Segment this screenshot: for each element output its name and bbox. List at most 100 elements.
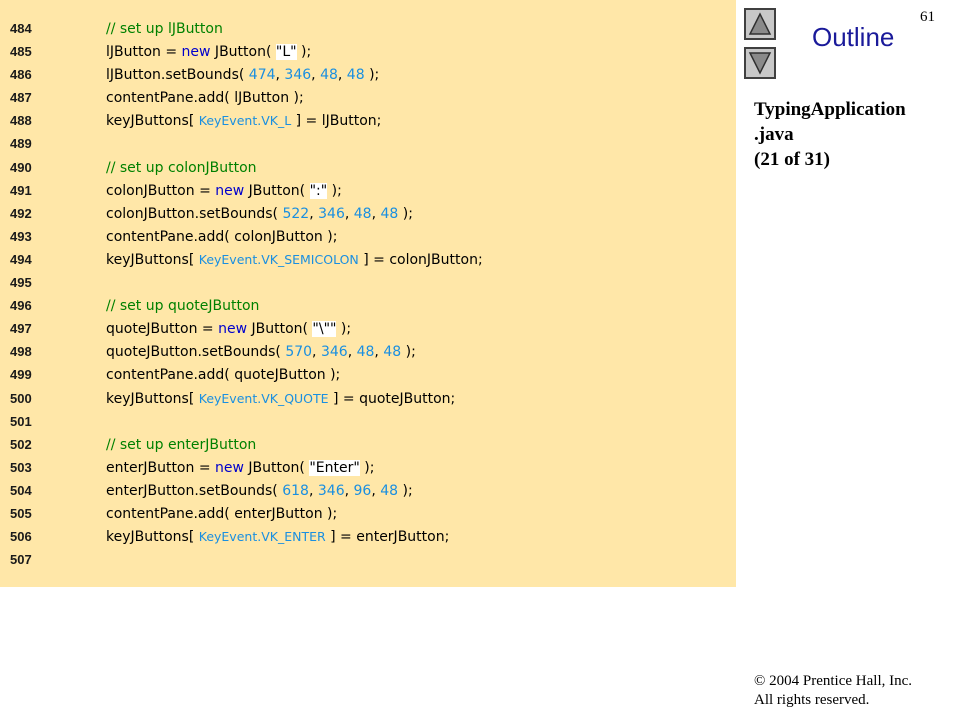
- copyright-line-1: © 2004 Prentice Hall, Inc.: [754, 673, 913, 689]
- code-token: 48: [346, 67, 365, 84]
- code-text: keyJButtons[ KeyEvent.VK_L ] = lJButton;: [50, 109, 381, 133]
- code-token: quoteJButton =: [106, 321, 219, 338]
- line-number: 485: [10, 44, 32, 60]
- code-token: "\"": [312, 321, 337, 338]
- code-token: ,: [311, 67, 321, 84]
- code-token: // set up colonJButton: [106, 159, 257, 176]
- code-token: new: [215, 182, 245, 199]
- code-text: colonJButton.setBounds( 522, 346, 48, 48…: [50, 203, 413, 226]
- code-line: 488 keyJButtons[ KeyEvent.VK_L ] = lJButt…: [0, 109, 483, 132]
- code-token: 474: [248, 67, 276, 84]
- code-token: KeyEvent.VK_L: [198, 113, 292, 129]
- code-text: contentPane.add( colonJButton );: [50, 226, 337, 249]
- code-token: quoteJButton.setBounds(: [106, 344, 286, 361]
- file-name: TypingApplication: [754, 99, 906, 120]
- line-number: 499: [10, 367, 32, 383]
- line-number: 490: [10, 159, 32, 175]
- code-token: ,: [309, 205, 319, 222]
- code-token: 522: [282, 205, 310, 222]
- code-text: // set up colonJButton: [50, 157, 257, 180]
- code-token: 346: [320, 344, 348, 361]
- code-token: ] = colonJButton;: [358, 251, 483, 268]
- copyright-line-2: All rights reserved.: [754, 692, 870, 708]
- code-line: 502// set up enterJButton: [0, 433, 483, 456]
- code-token: 96: [353, 482, 372, 499]
- line-number: 503: [10, 459, 32, 475]
- line-number: 495: [10, 275, 32, 291]
- line-number: 501: [10, 413, 32, 429]
- code-token: 570: [285, 344, 313, 361]
- code-token: 48: [380, 482, 399, 499]
- line-number: 502: [10, 436, 32, 452]
- code-text: enterJButton.setBounds( 618, 346, 96, 48…: [50, 480, 413, 503]
- code-text: // set up quoteJButton: [50, 295, 259, 318]
- code-token: colonJButton =: [106, 182, 216, 199]
- code-token: 48: [383, 344, 402, 361]
- code-token: );: [336, 321, 352, 338]
- code-token: 346: [318, 205, 345, 222]
- code-token: 48: [380, 205, 399, 222]
- code-token: ,: [312, 344, 321, 361]
- code-token: 48: [356, 344, 375, 361]
- code-token: 346: [284, 67, 312, 84]
- code-token: // set up lJButton: [106, 21, 223, 37]
- code-token: "Enter": [309, 459, 360, 476]
- code-token: new: [215, 459, 244, 476]
- code-token: ,: [308, 482, 318, 499]
- line-number: 498: [10, 344, 32, 360]
- code-line: 501: [0, 410, 483, 433]
- code-token: "L": [275, 44, 297, 61]
- line-number: 494: [10, 251, 32, 267]
- line-number: 488: [10, 113, 32, 129]
- code-line: 493 contentPane.add( colonJButton );: [0, 225, 483, 248]
- previous-slide-button[interactable]: [744, 8, 776, 40]
- code-token: ,: [344, 205, 354, 222]
- next-slide-button[interactable]: [744, 47, 776, 79]
- code-token: lJButton =: [106, 44, 182, 61]
- code-line: 506 keyJButtons[ KeyEvent.VK_ENTER ] = en…: [0, 525, 483, 548]
- line-number: 506: [10, 529, 32, 545]
- code-text: contentPane.add( lJButton );: [50, 87, 304, 110]
- code-token: ,: [275, 67, 285, 84]
- code-token: contentPane.add( lJButton );: [106, 90, 304, 107]
- code-text: contentPane.add( quoteJButton );: [50, 364, 340, 387]
- code-line: 484// set up lJButton: [0, 17, 483, 40]
- code-text: keyJButtons[ KeyEvent.VK_ENTER ] = enter…: [50, 525, 449, 549]
- code-line: 496 // set up quoteJButton: [0, 294, 483, 317]
- code-token: ,: [347, 344, 357, 361]
- triangle-down-icon: [748, 52, 772, 75]
- code-token: enterJButton =: [106, 459, 215, 476]
- code-token: 48: [353, 205, 372, 222]
- code-text: colonJButton = new JButton( ":" );: [50, 180, 342, 203]
- code-token: );: [359, 459, 375, 476]
- line-number: 505: [10, 505, 32, 521]
- code-token: JButton(: [244, 182, 310, 199]
- outline-title: Outline: [812, 22, 895, 52]
- code-token: );: [401, 344, 416, 361]
- code-token: // set up quoteJButton: [106, 298, 260, 315]
- code-token: keyJButtons[: [106, 529, 199, 546]
- line-number: 487: [10, 90, 32, 106]
- code-text: quoteJButton = new JButton( "\"" );: [50, 318, 351, 341]
- code-token: KeyEvent.VK_ENTER: [198, 529, 326, 545]
- code-text: lJButton = new JButton( "L" );: [50, 41, 311, 64]
- code-token: 48: [320, 67, 338, 84]
- code-token: enterJButton.setBounds(: [106, 482, 283, 499]
- code-listing: 484// set up lJButton 485 lJButton = new J…: [0, 17, 483, 571]
- code-text: keyJButtons[ KeyEvent.VK_QUOTE ] = quote…: [50, 387, 455, 411]
- code-line: 485 lJButton = new JButton( "L" );: [0, 40, 483, 63]
- line-number: 496: [10, 298, 32, 314]
- line-number: 491: [10, 182, 32, 198]
- line-number: 489: [10, 136, 32, 152]
- line-number: 493: [10, 228, 32, 244]
- code-line: 495: [0, 271, 483, 294]
- code-text: quoteJButton.setBounds( 570, 346, 48, 48…: [50, 341, 416, 364]
- triangle-up-icon: [748, 12, 772, 35]
- code-token: );: [296, 44, 312, 61]
